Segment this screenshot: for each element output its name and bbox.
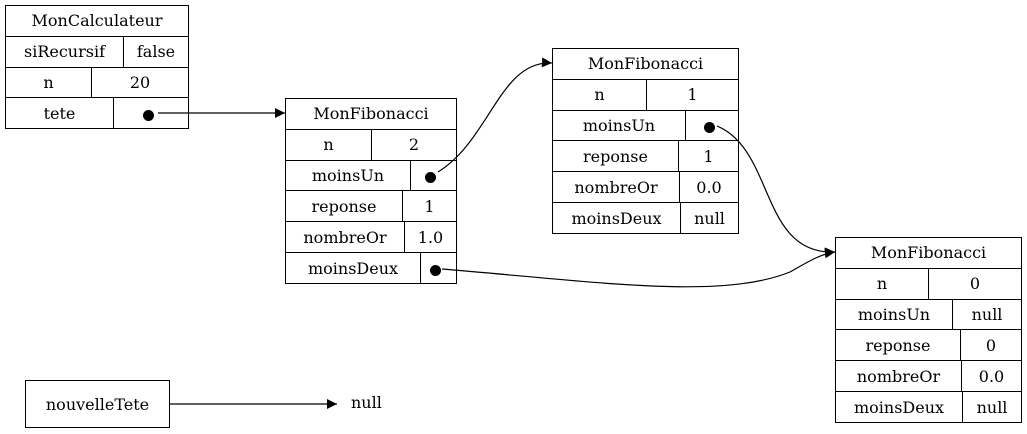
field-value: 1.0	[417, 227, 444, 247]
field-row-moinsun: moinsUn	[553, 110, 738, 142]
field-value: 0	[985, 335, 997, 355]
edge-fib2-moinsdeux-to-fib0	[441, 248, 836, 288]
field-value: 1	[424, 196, 435, 216]
field-value: null	[694, 208, 725, 228]
field-value: 20	[129, 72, 151, 92]
field-row-nombreor: nombreOr 1.0	[286, 222, 456, 254]
field-key: reponse	[836, 330, 961, 361]
field-value: 1	[687, 85, 698, 105]
record-monfibonacci-2: MonFibonacci n 2 moinsUn reponse 1 nombr…	[285, 98, 457, 284]
field-row-reponse: reponse 0	[836, 330, 1021, 362]
field-value: null	[976, 397, 1008, 417]
field-row-moinsdeux: moinsDeux null	[836, 392, 1021, 422]
field-pointer	[686, 111, 738, 141]
field-key: nombreOr	[286, 222, 405, 253]
field-key: moinsUn	[553, 110, 686, 141]
record-title: MonFibonacci	[286, 99, 456, 130]
field-row-reponse: reponse 1	[553, 141, 738, 173]
field-key: n	[553, 79, 647, 110]
field-key: tete	[6, 98, 114, 128]
field-key: reponse	[553, 141, 679, 172]
field-value: false	[136, 42, 176, 62]
field-key: nombreOr	[836, 361, 962, 392]
edge-fib1-moinsun-to-fib0	[716, 125, 836, 258]
field-value: 0.0	[696, 177, 722, 197]
field-key: siRecursif	[6, 36, 124, 67]
field-row-moinsun: moinsUn null	[836, 299, 1021, 331]
field-row-moinsdeux: moinsDeux	[286, 253, 456, 283]
field-key: reponse	[286, 191, 403, 222]
record-monfibonacci-0: MonFibonacci n 0 moinsUn null reponse 0 …	[835, 237, 1022, 423]
field-value: 0	[969, 274, 981, 294]
field-key: n	[836, 268, 929, 299]
field-row-n: n 2	[286, 129, 456, 161]
field-key: moinsUn	[286, 160, 411, 191]
variable-nouvelletete: nouvelleTete	[25, 380, 170, 428]
field-key: moinsDeux	[553, 203, 681, 233]
edge-fib2-moinsun-to-fib1	[437, 57, 553, 173]
field-row-n: n 20	[6, 67, 188, 99]
field-value: null	[971, 305, 1003, 325]
field-row-moinsun: moinsUn	[286, 160, 456, 192]
field-row-n: n 1	[553, 79, 738, 111]
field-key: nombreOr	[553, 172, 680, 203]
field-row-reponse: reponse 1	[286, 191, 456, 223]
field-row-n: n 0	[836, 268, 1021, 300]
null-target: null	[351, 393, 382, 412]
record-title: MonFibonacci	[553, 49, 738, 80]
field-row-nombreor: nombreOr 0.0	[553, 172, 738, 204]
field-key: moinsUn	[836, 299, 953, 330]
pointer-dot-icon	[430, 264, 441, 276]
field-key: n	[6, 67, 92, 98]
field-key: moinsDeux	[286, 253, 421, 283]
record-title: MonFibonacci	[836, 238, 1021, 269]
variable-label: nouvelleTete	[45, 394, 150, 414]
field-row-sirecursif: siRecursif false	[6, 36, 188, 68]
field-row-nombreor: nombreOr 0.0	[836, 361, 1021, 393]
field-pointer	[411, 161, 456, 191]
record-title: MonCalculateur	[6, 6, 188, 37]
field-pointer	[421, 253, 456, 283]
field-pointer	[114, 98, 188, 128]
field-value: 0.0	[978, 366, 1005, 386]
record-moncalculateur: MonCalculateur siRecursif false n 20 tet…	[5, 5, 189, 129]
field-key: moinsDeux	[836, 392, 963, 422]
pointer-dot-icon	[425, 172, 436, 184]
pointer-dot-icon	[703, 122, 715, 134]
field-row-moinsdeux: moinsDeux null	[553, 203, 738, 233]
field-key: n	[286, 129, 372, 160]
record-monfibonacci-1: MonFibonacci n 1 moinsUn reponse 1 nombr…	[552, 48, 739, 234]
field-row-tete: tete	[6, 98, 188, 128]
pointer-dot-icon	[142, 109, 154, 121]
field-value: 1	[703, 146, 714, 166]
field-value: 2	[408, 135, 420, 155]
